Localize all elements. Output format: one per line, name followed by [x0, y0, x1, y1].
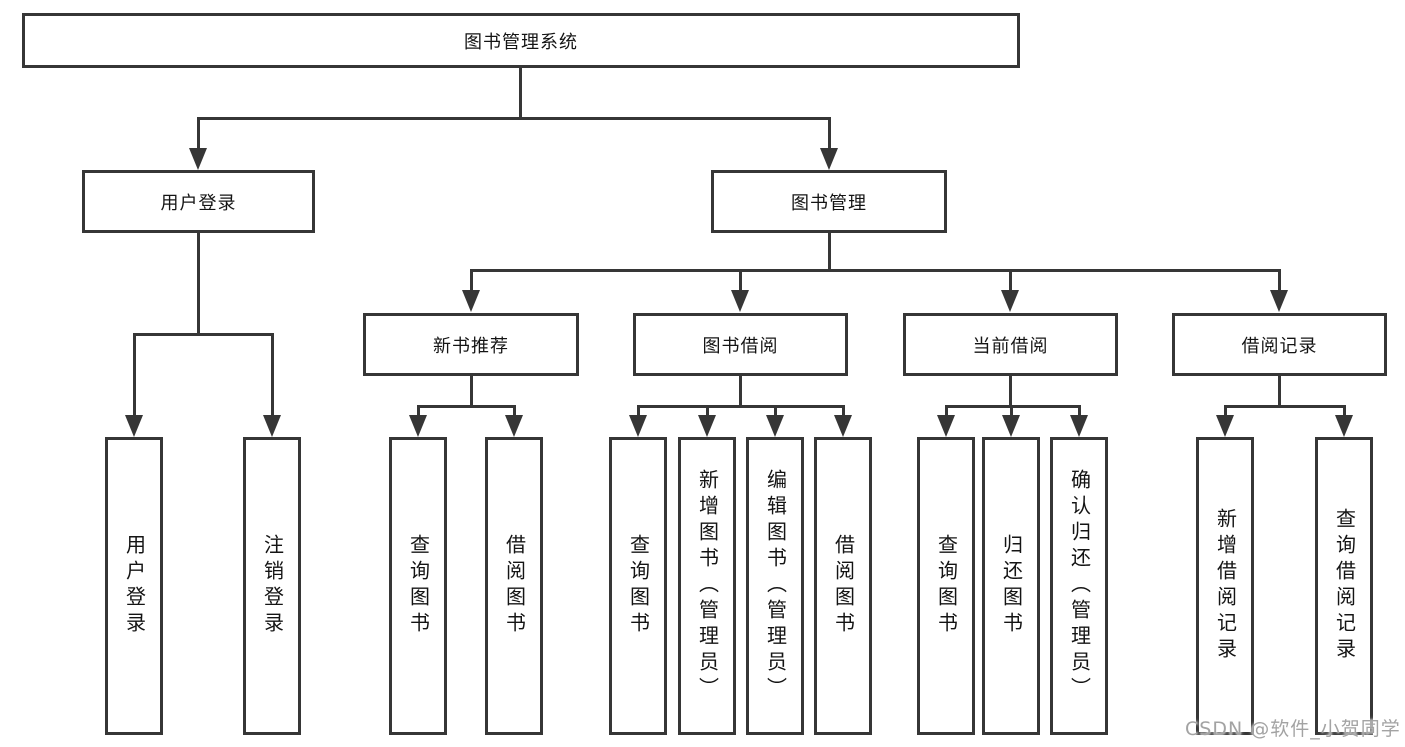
arrow-down-icon [1270, 290, 1288, 312]
connector-current-hline [945, 405, 1081, 408]
arrow-down-icon [1335, 415, 1353, 437]
connector-bookmgmt-drop-3 [1009, 269, 1012, 292]
arrow-down-icon [1070, 415, 1088, 437]
arrow-down-icon [766, 415, 784, 437]
connector-newbook-drop-1 [417, 405, 420, 417]
arrow-down-icon [937, 415, 955, 437]
csdn-watermark: CSDN @软件_小贺同学 [1185, 718, 1401, 740]
leaf-borrow-books-recommend: 借阅图书 [485, 437, 543, 735]
leaf-query-books-current: 查询图书 [917, 437, 975, 735]
leaf-query-books-recommend: 查询图书 [389, 437, 447, 735]
connector-current-drop-2 [1010, 405, 1013, 417]
connector-records-drop-1 [1224, 405, 1227, 417]
leaf-confirm-return-admin: 确认归还（管理员） [1050, 437, 1108, 735]
arrow-down-icon [1002, 415, 1020, 437]
connector-current-stem [1009, 376, 1012, 408]
arrow-down-icon [698, 415, 716, 437]
leaf-logout: 注销登录 [243, 437, 301, 735]
arrow-down-icon [263, 415, 281, 437]
connector-root-drop-right [828, 117, 831, 150]
connector-root-drop-left [197, 117, 200, 150]
arrow-down-icon [820, 148, 838, 170]
arrow-down-icon [409, 415, 427, 437]
node-library-management-system: 图书管理系统 [22, 13, 1020, 68]
leaf-borrow-books: 借阅图书 [814, 437, 872, 735]
connector-borrowing-hline [637, 405, 845, 408]
connector-newbook-hline [417, 405, 516, 408]
node-book-borrowing: 图书借阅 [633, 313, 848, 376]
arrow-down-icon [125, 415, 143, 437]
node-book-management: 图书管理 [711, 170, 947, 233]
arrow-down-icon [834, 415, 852, 437]
leaf-edit-books-admin: 编辑图书（管理员） [746, 437, 804, 735]
connector-records-stem [1278, 376, 1281, 408]
arrow-down-icon [1001, 290, 1019, 312]
connector-borrowing-drop-4 [842, 405, 845, 417]
connector-bookmgmt-hline [470, 269, 1281, 272]
arrow-down-icon [731, 290, 749, 312]
arrow-down-icon [189, 148, 207, 170]
arrow-down-icon [1216, 415, 1234, 437]
connector-borrowing-drop-3 [774, 405, 777, 417]
connector-bookmgmt-stem [828, 233, 831, 272]
connector-userlogin-hline [133, 333, 274, 336]
arrow-down-icon [505, 415, 523, 437]
connector-userlogin-stem [197, 233, 200, 336]
connector-bookmgmt-drop-1 [470, 269, 473, 292]
leaf-return-books: 归还图书 [982, 437, 1040, 735]
connector-bookmgmt-drop-2 [739, 269, 742, 292]
connector-current-drop-1 [945, 405, 948, 417]
connector-borrowing-drop-1 [637, 405, 640, 417]
connector-borrowing-drop-2 [706, 405, 709, 417]
connector-records-hline [1224, 405, 1346, 408]
leaf-add-books-admin: 新增图书（管理员） [678, 437, 736, 735]
node-borrowing-records: 借阅记录 [1172, 313, 1387, 376]
connector-bookmgmt-drop-4 [1278, 269, 1281, 292]
connector-newbook-drop-2 [513, 405, 516, 417]
connector-root-stem [519, 68, 522, 119]
arrow-down-icon [462, 290, 480, 312]
connector-borrowing-stem [739, 376, 742, 408]
connector-userlogin-drop-left [133, 333, 136, 415]
leaf-query-borrow-record: 查询借阅记录 [1315, 437, 1373, 735]
node-user-login: 用户登录 [82, 170, 315, 233]
leaf-query-books-borrowing: 查询图书 [609, 437, 667, 735]
connector-userlogin-drop-right [271, 333, 274, 415]
leaf-user-login: 用户登录 [105, 437, 163, 735]
leaf-add-borrow-record: 新增借阅记录 [1196, 437, 1254, 735]
connector-newbook-stem [470, 376, 473, 408]
node-current-borrowing: 当前借阅 [903, 313, 1118, 376]
node-new-book-recommendation: 新书推荐 [363, 313, 579, 376]
arrow-down-icon [629, 415, 647, 437]
connector-current-drop-3 [1078, 405, 1081, 417]
connector-records-drop-2 [1343, 405, 1346, 417]
connector-root-hline [197, 117, 831, 120]
